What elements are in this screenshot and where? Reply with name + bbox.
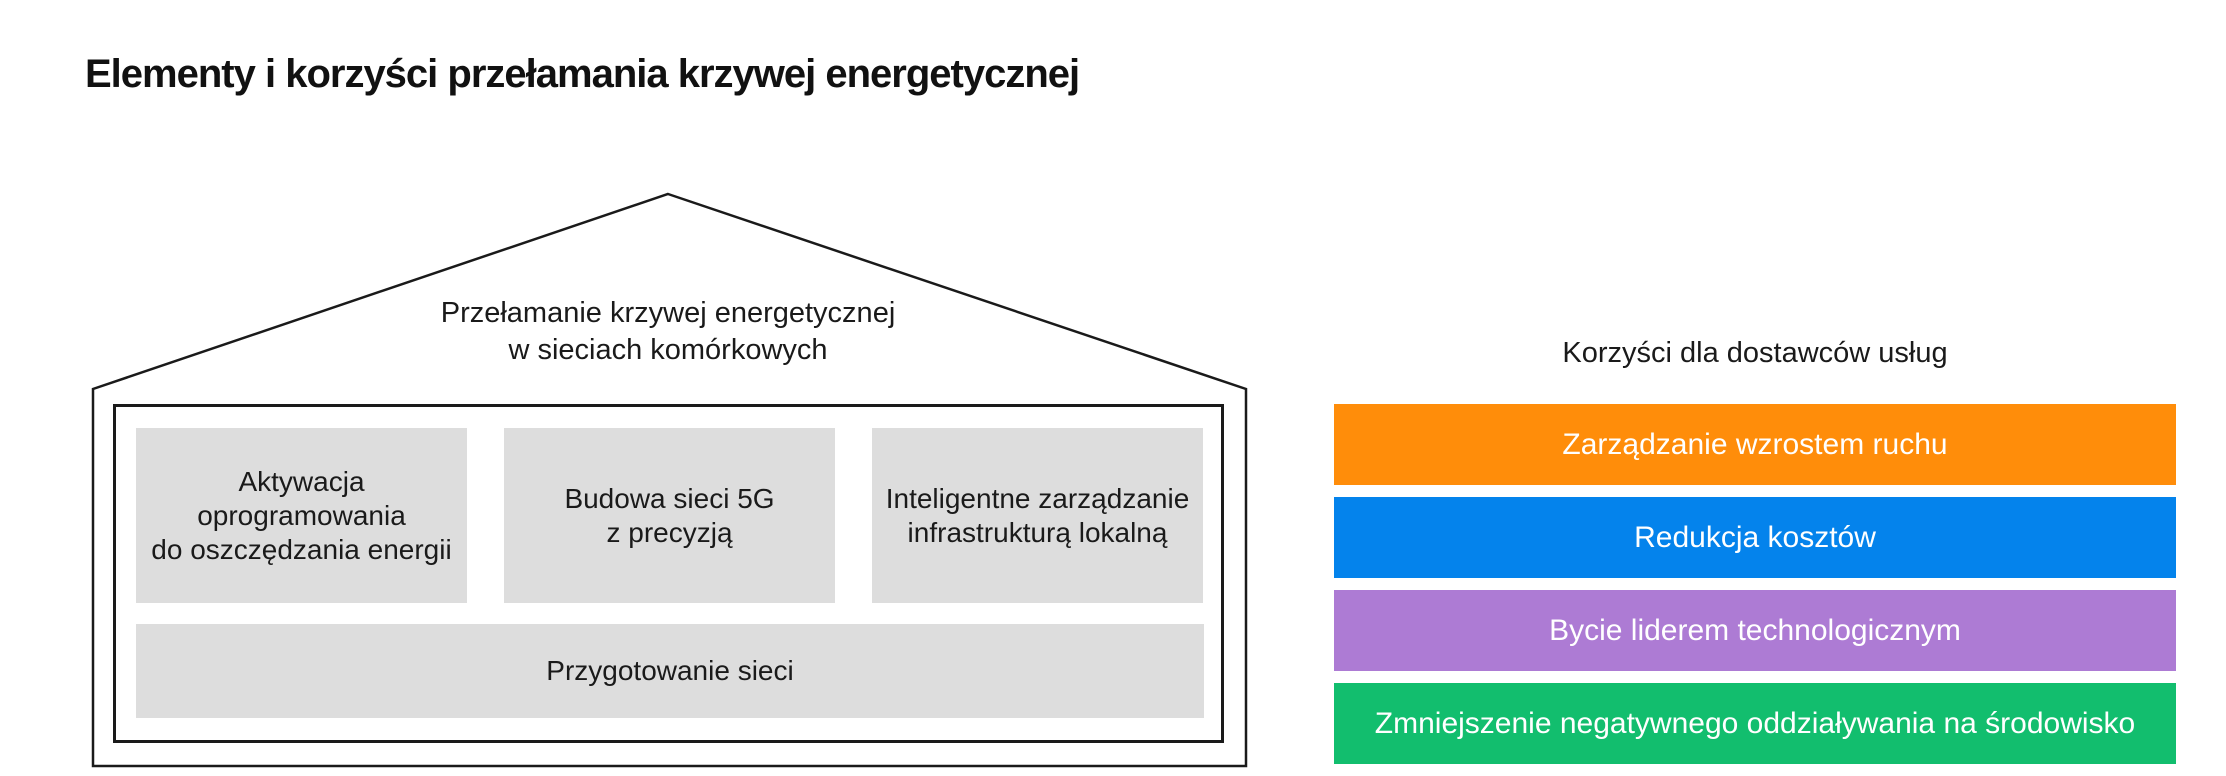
benefit-bar-label: Bycie liderem technologicznym	[1549, 613, 1961, 647]
pillar-site-infrastructure: Inteligentne zarządzanie infrastrukturą …	[872, 428, 1203, 603]
house-pillars: Aktywacja oprogramowania do oszczędzania…	[136, 428, 1204, 603]
pillar-software-activation: Aktywacja oprogramowania do oszczędzania…	[136, 428, 467, 603]
benefit-bar-environmental-impact: Zmniejszenie negatywnego oddziaływania n…	[1334, 683, 2176, 764]
pillar-label-line: z precyzją	[606, 516, 733, 548]
pillar-label-line: Inteligentne zarządzanie	[885, 482, 1190, 514]
benefit-bars: Zarządzanie wzrostem ruchu Redukcja kosz…	[1334, 404, 2176, 764]
house-foundation: Przygotowanie sieci	[136, 624, 1204, 718]
roof-label-line2: w sieciach komórkowych	[508, 334, 828, 366]
page-title: Elementy i korzyści przełamania krzywej …	[85, 52, 1080, 96]
benefit-bar-cost-reduction: Redukcja kosztów	[1334, 497, 2176, 578]
benefit-bar-label: Zarządzanie wzrostem ruchu	[1562, 427, 1948, 461]
benefit-bar-label: Zmniejszenie negatywnego oddziaływania n…	[1374, 706, 2136, 740]
house-inner-frame	[113, 404, 1224, 743]
benefit-bar-label: Redukcja kosztów	[1634, 520, 1876, 554]
foundation-label: Przygotowanie sieci	[546, 655, 794, 686]
roof-label-line1: Przełamanie krzywej energetycznej	[440, 297, 896, 329]
benefits-heading: Korzyści dla dostawców usług	[1562, 337, 1948, 369]
pillar-5g-build: Budowa sieci 5G z precyzją	[504, 428, 835, 603]
pillar-label-line: oprogramowania	[197, 499, 406, 531]
benefit-bar-traffic-growth: Zarządzanie wzrostem ruchu	[1334, 404, 2176, 485]
house-roof-label: Przełamanie krzywej energetycznej w siec…	[368, 295, 968, 369]
pillar-label-line: do oszczędzania energii	[151, 533, 452, 565]
benefit-bar-tech-leadership: Bycie liderem technologicznym	[1334, 590, 2176, 671]
pillar-label-line: infrastrukturą lokalną	[907, 516, 1168, 548]
pillar-label-line: Budowa sieci 5G	[564, 482, 775, 514]
pillar-label-line: Aktywacja	[238, 465, 365, 497]
